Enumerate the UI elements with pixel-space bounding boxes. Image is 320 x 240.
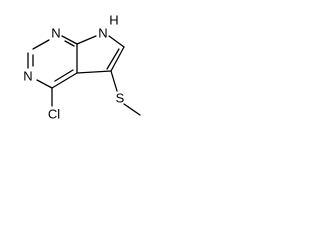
atom-n3: N [23, 69, 32, 84]
bond-c5-s [110, 70, 118, 92]
bond-c7a-n7 [76, 35, 97, 45]
atom-s: S [116, 91, 125, 106]
atom-cl: Cl [48, 107, 60, 122]
bond-c2-n1 [32, 39, 50, 50]
bond-c6-c5-inner [106, 48, 120, 70]
bond-c6-c5 [110, 46, 125, 72]
atom-h7: H [109, 13, 118, 28]
atom-n1: N [51, 26, 60, 41]
structure-diagram: N N N H Cl S [23, 13, 141, 122]
bonds [27, 35, 141, 116]
bond-n1-c7a [61, 35, 78, 45]
bond-c4-n3 [36, 79, 53, 89]
bond-s-ch3 [123, 103, 141, 116]
bond-c4a-c4-inner [54, 69, 74, 82]
atom-labels: N N N H Cl S [23, 13, 124, 122]
bond-c5-c4a [76, 70, 112, 74]
bond-c4a-c4 [51, 72, 78, 89]
atom-n7: N [98, 26, 107, 41]
bond-n7-c6 [108, 35, 125, 48]
bond-n1-c7a-inner [64, 40, 75, 47]
